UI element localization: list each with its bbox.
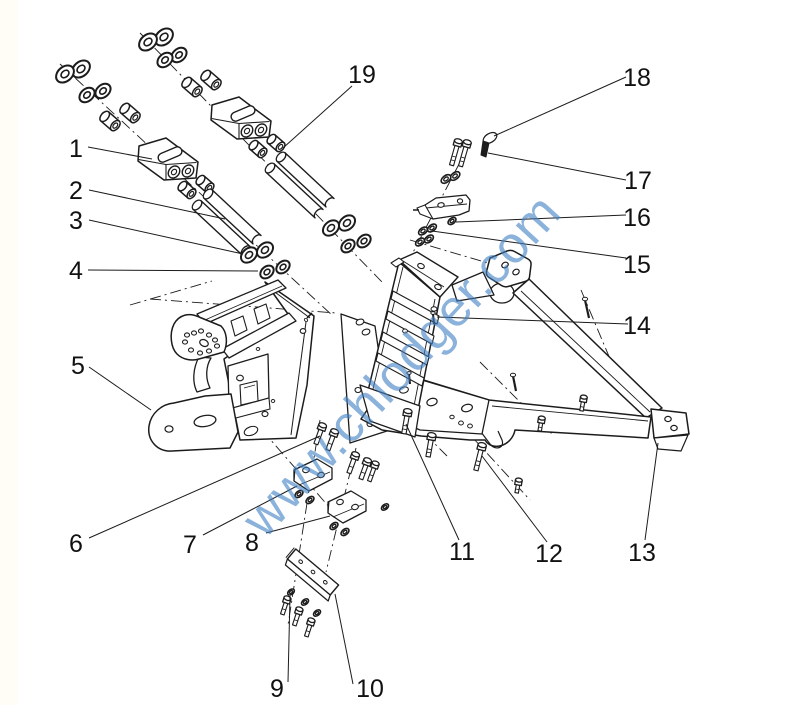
svg-text:17: 17 xyxy=(624,167,652,195)
svg-text:13: 13 xyxy=(628,539,656,567)
svg-text:18: 18 xyxy=(623,64,651,92)
svg-text:19: 19 xyxy=(348,61,376,89)
svg-text:11: 11 xyxy=(449,538,475,566)
svg-text:7: 7 xyxy=(183,531,197,559)
svg-text:14: 14 xyxy=(623,312,651,340)
svg-text:3: 3 xyxy=(69,207,83,235)
svg-text:8: 8 xyxy=(245,529,259,557)
svg-text:2: 2 xyxy=(69,177,83,205)
svg-text:9: 9 xyxy=(270,675,284,703)
svg-text:5: 5 xyxy=(71,352,85,380)
svg-text:12: 12 xyxy=(535,540,563,568)
svg-text:16: 16 xyxy=(623,204,651,232)
svg-text:10: 10 xyxy=(356,675,384,703)
svg-text:1: 1 xyxy=(69,135,83,163)
svg-text:4: 4 xyxy=(69,257,83,285)
svg-text:15: 15 xyxy=(623,251,651,279)
svg-text:6: 6 xyxy=(69,530,83,558)
